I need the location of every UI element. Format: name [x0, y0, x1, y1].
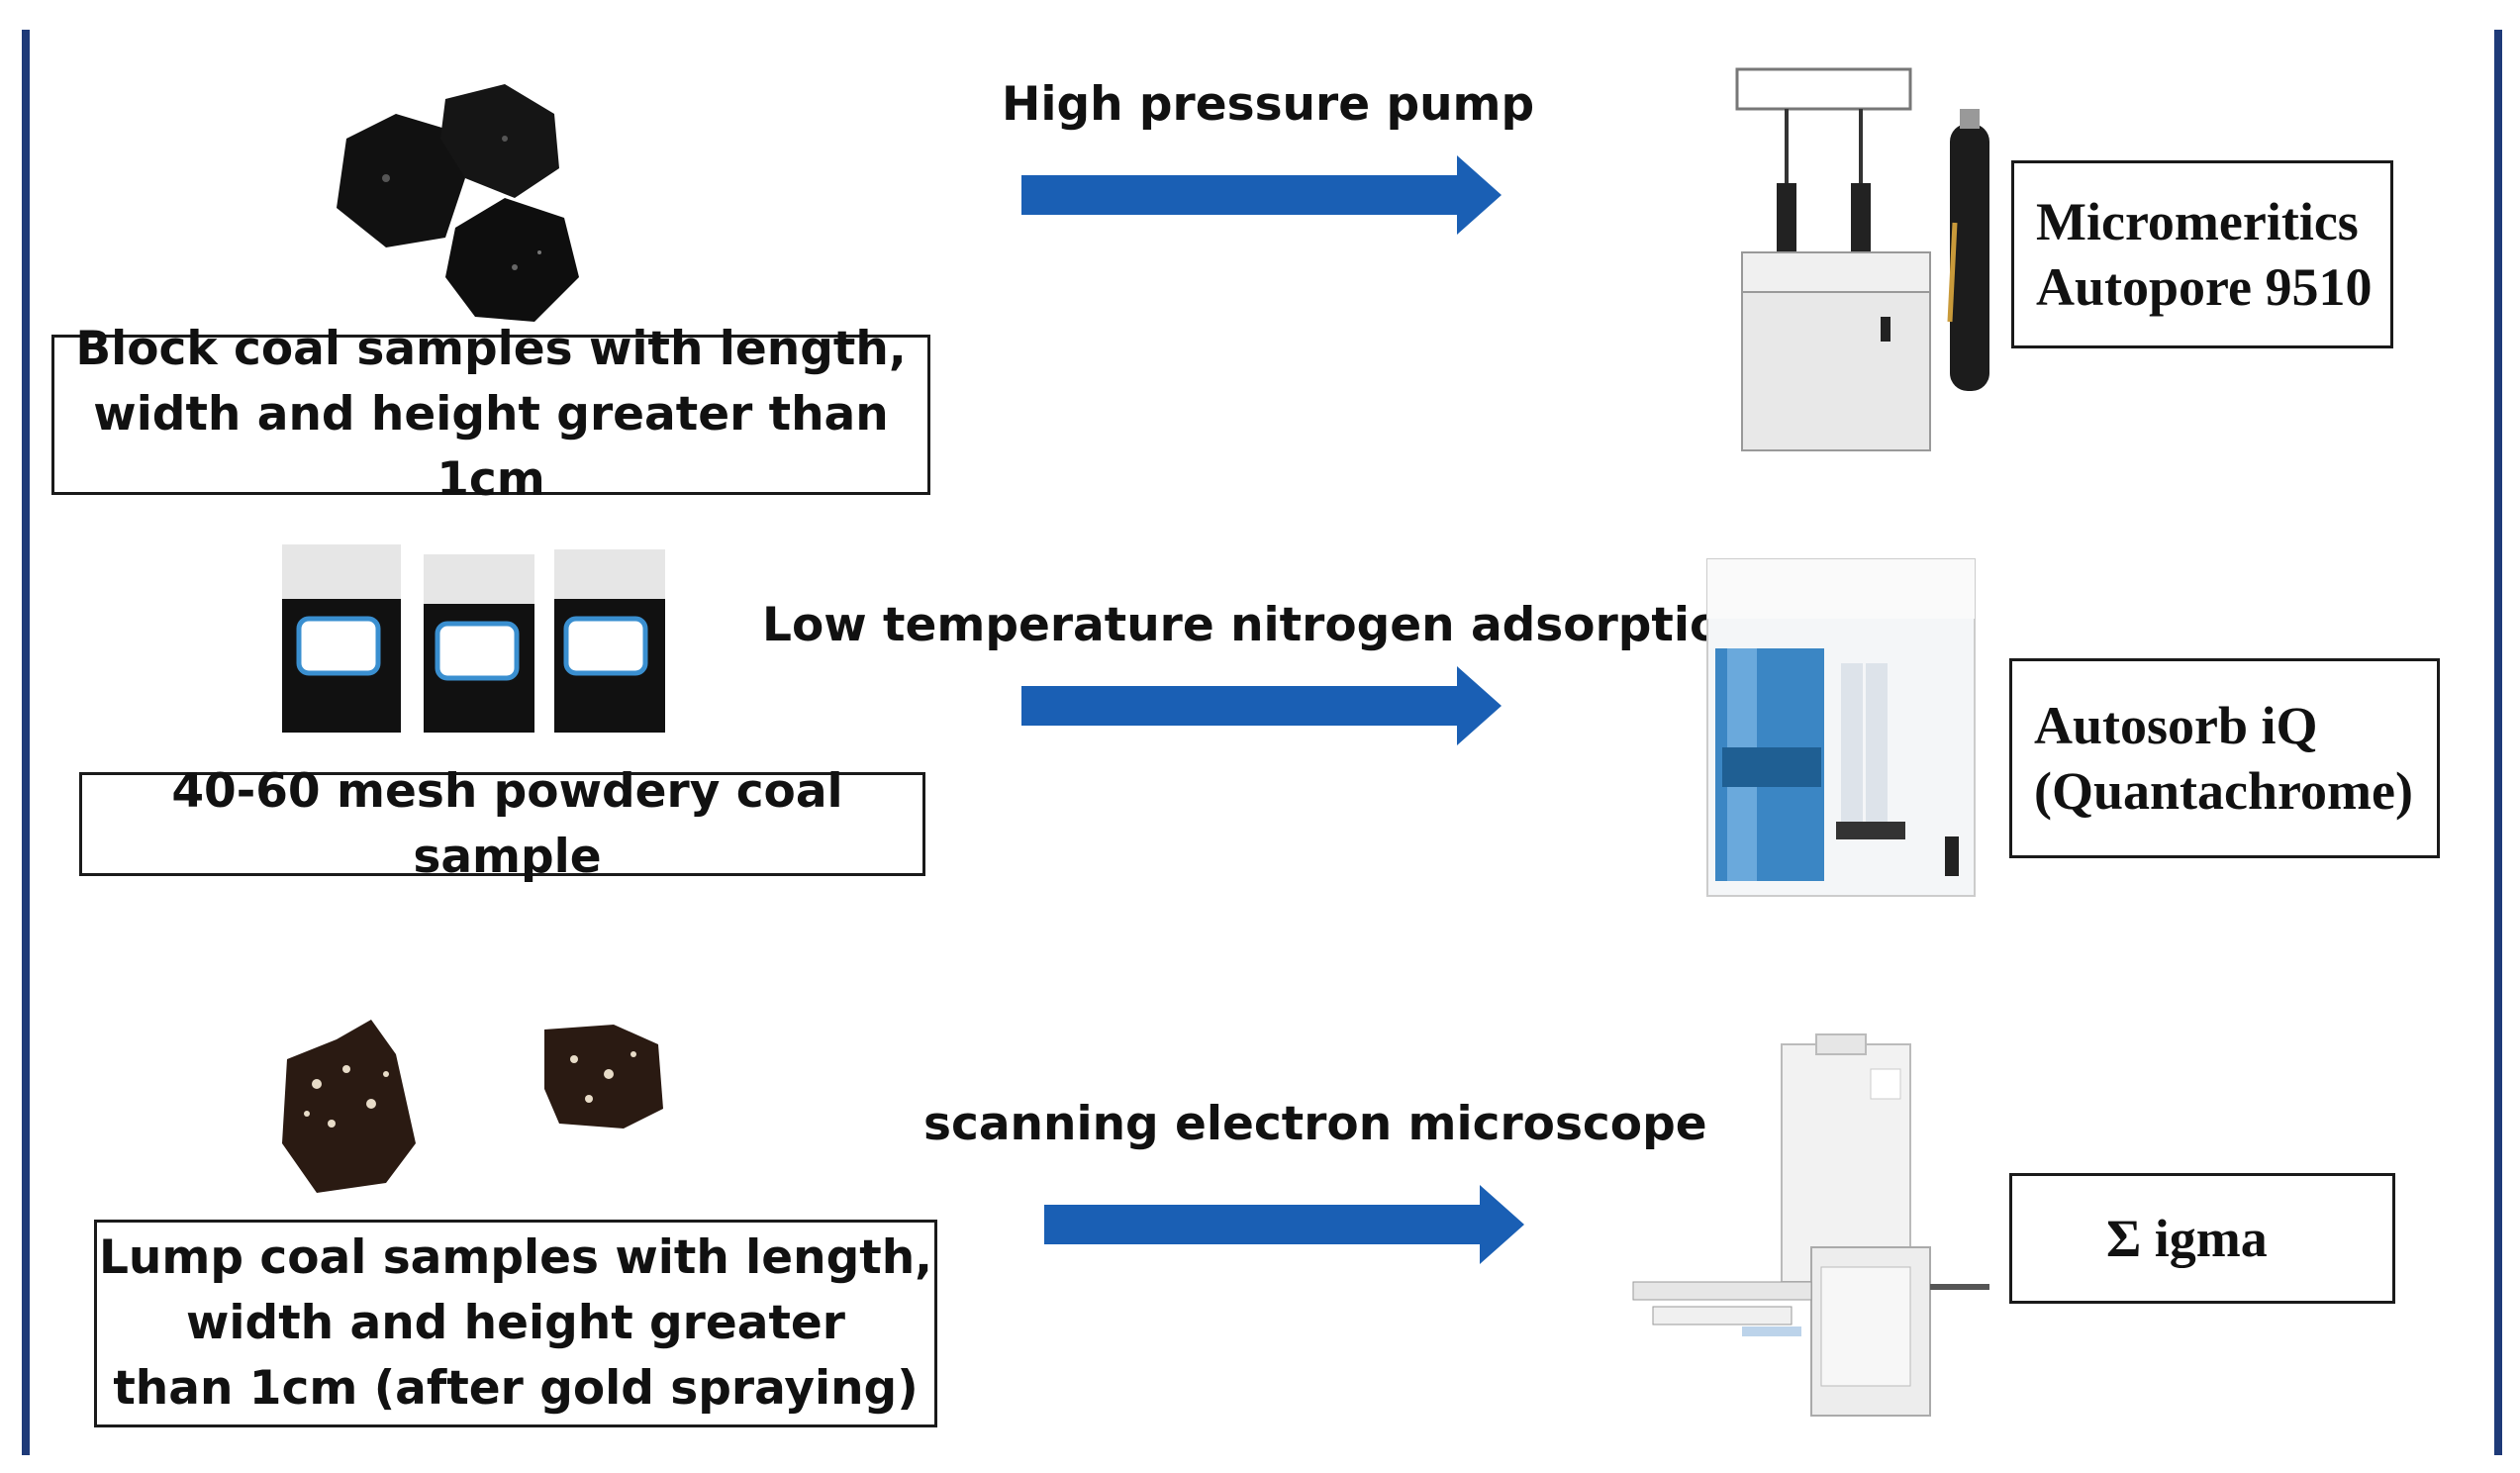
- method-label-nitrogen-adsorption: Low temperature nitrogen adsorption: [762, 598, 1755, 652]
- sample-box-lump-coal: Lump coal samples with length, width and…: [94, 1220, 937, 1427]
- instrument-box-autopore: Micromeritics Autopore 9510: [2011, 160, 2393, 348]
- instrument-name-line: Micromeritics: [2036, 192, 2359, 251]
- instrument-name-line: (Quantachrome): [2034, 761, 2413, 821]
- sample-text-line: width and height greater: [186, 1296, 845, 1350]
- sample-text-line: width and height greater than 1cm: [93, 387, 889, 507]
- sample-text-line: 40-60 mesh powdery coal sample: [171, 763, 843, 884]
- sample-text-line: Block coal samples with length,: [75, 322, 907, 376]
- sample-text-line: than 1cm (after gold spraying): [113, 1361, 919, 1416]
- porosimeter-photo: [1735, 67, 1989, 451]
- right-frame-line: [2494, 30, 2502, 1455]
- sample-box-powdery-coal: 40-60 mesh powdery coal sample: [79, 764, 925, 884]
- gold-sprayed-coal-photo: [282, 1020, 663, 1193]
- arrow-icon: [1021, 666, 1502, 745]
- instrument-name-line: Autosorb iQ: [2034, 696, 2318, 755]
- instrument-name-line: Autopore 9510: [2036, 257, 2373, 317]
- method-label-sem: scanning electron microscope: [923, 1097, 1707, 1151]
- instrument-name-line: Σ igma: [2106, 1209, 2268, 1268]
- sample-box-block-coal: Block coal samples with length, width an…: [51, 322, 930, 507]
- arrow-icon: [1044, 1185, 1524, 1264]
- method-label-high-pressure: High pressure pump: [1002, 77, 1535, 132]
- sem-photo: [1632, 1033, 1989, 1417]
- block-coal-photo: [337, 84, 579, 322]
- instrument-box-sigma: Σ igma: [2009, 1173, 2395, 1304]
- sample-text-line: Lump coal samples with length,: [98, 1230, 933, 1285]
- adsorption-analyzer-photo: [1706, 558, 1976, 897]
- left-frame-line: [22, 30, 30, 1455]
- instrument-box-autosorb: Autosorb iQ (Quantachrome): [2009, 658, 2440, 858]
- arrow-icon: [1021, 155, 1502, 235]
- coal-bags-photo: [282, 544, 665, 733]
